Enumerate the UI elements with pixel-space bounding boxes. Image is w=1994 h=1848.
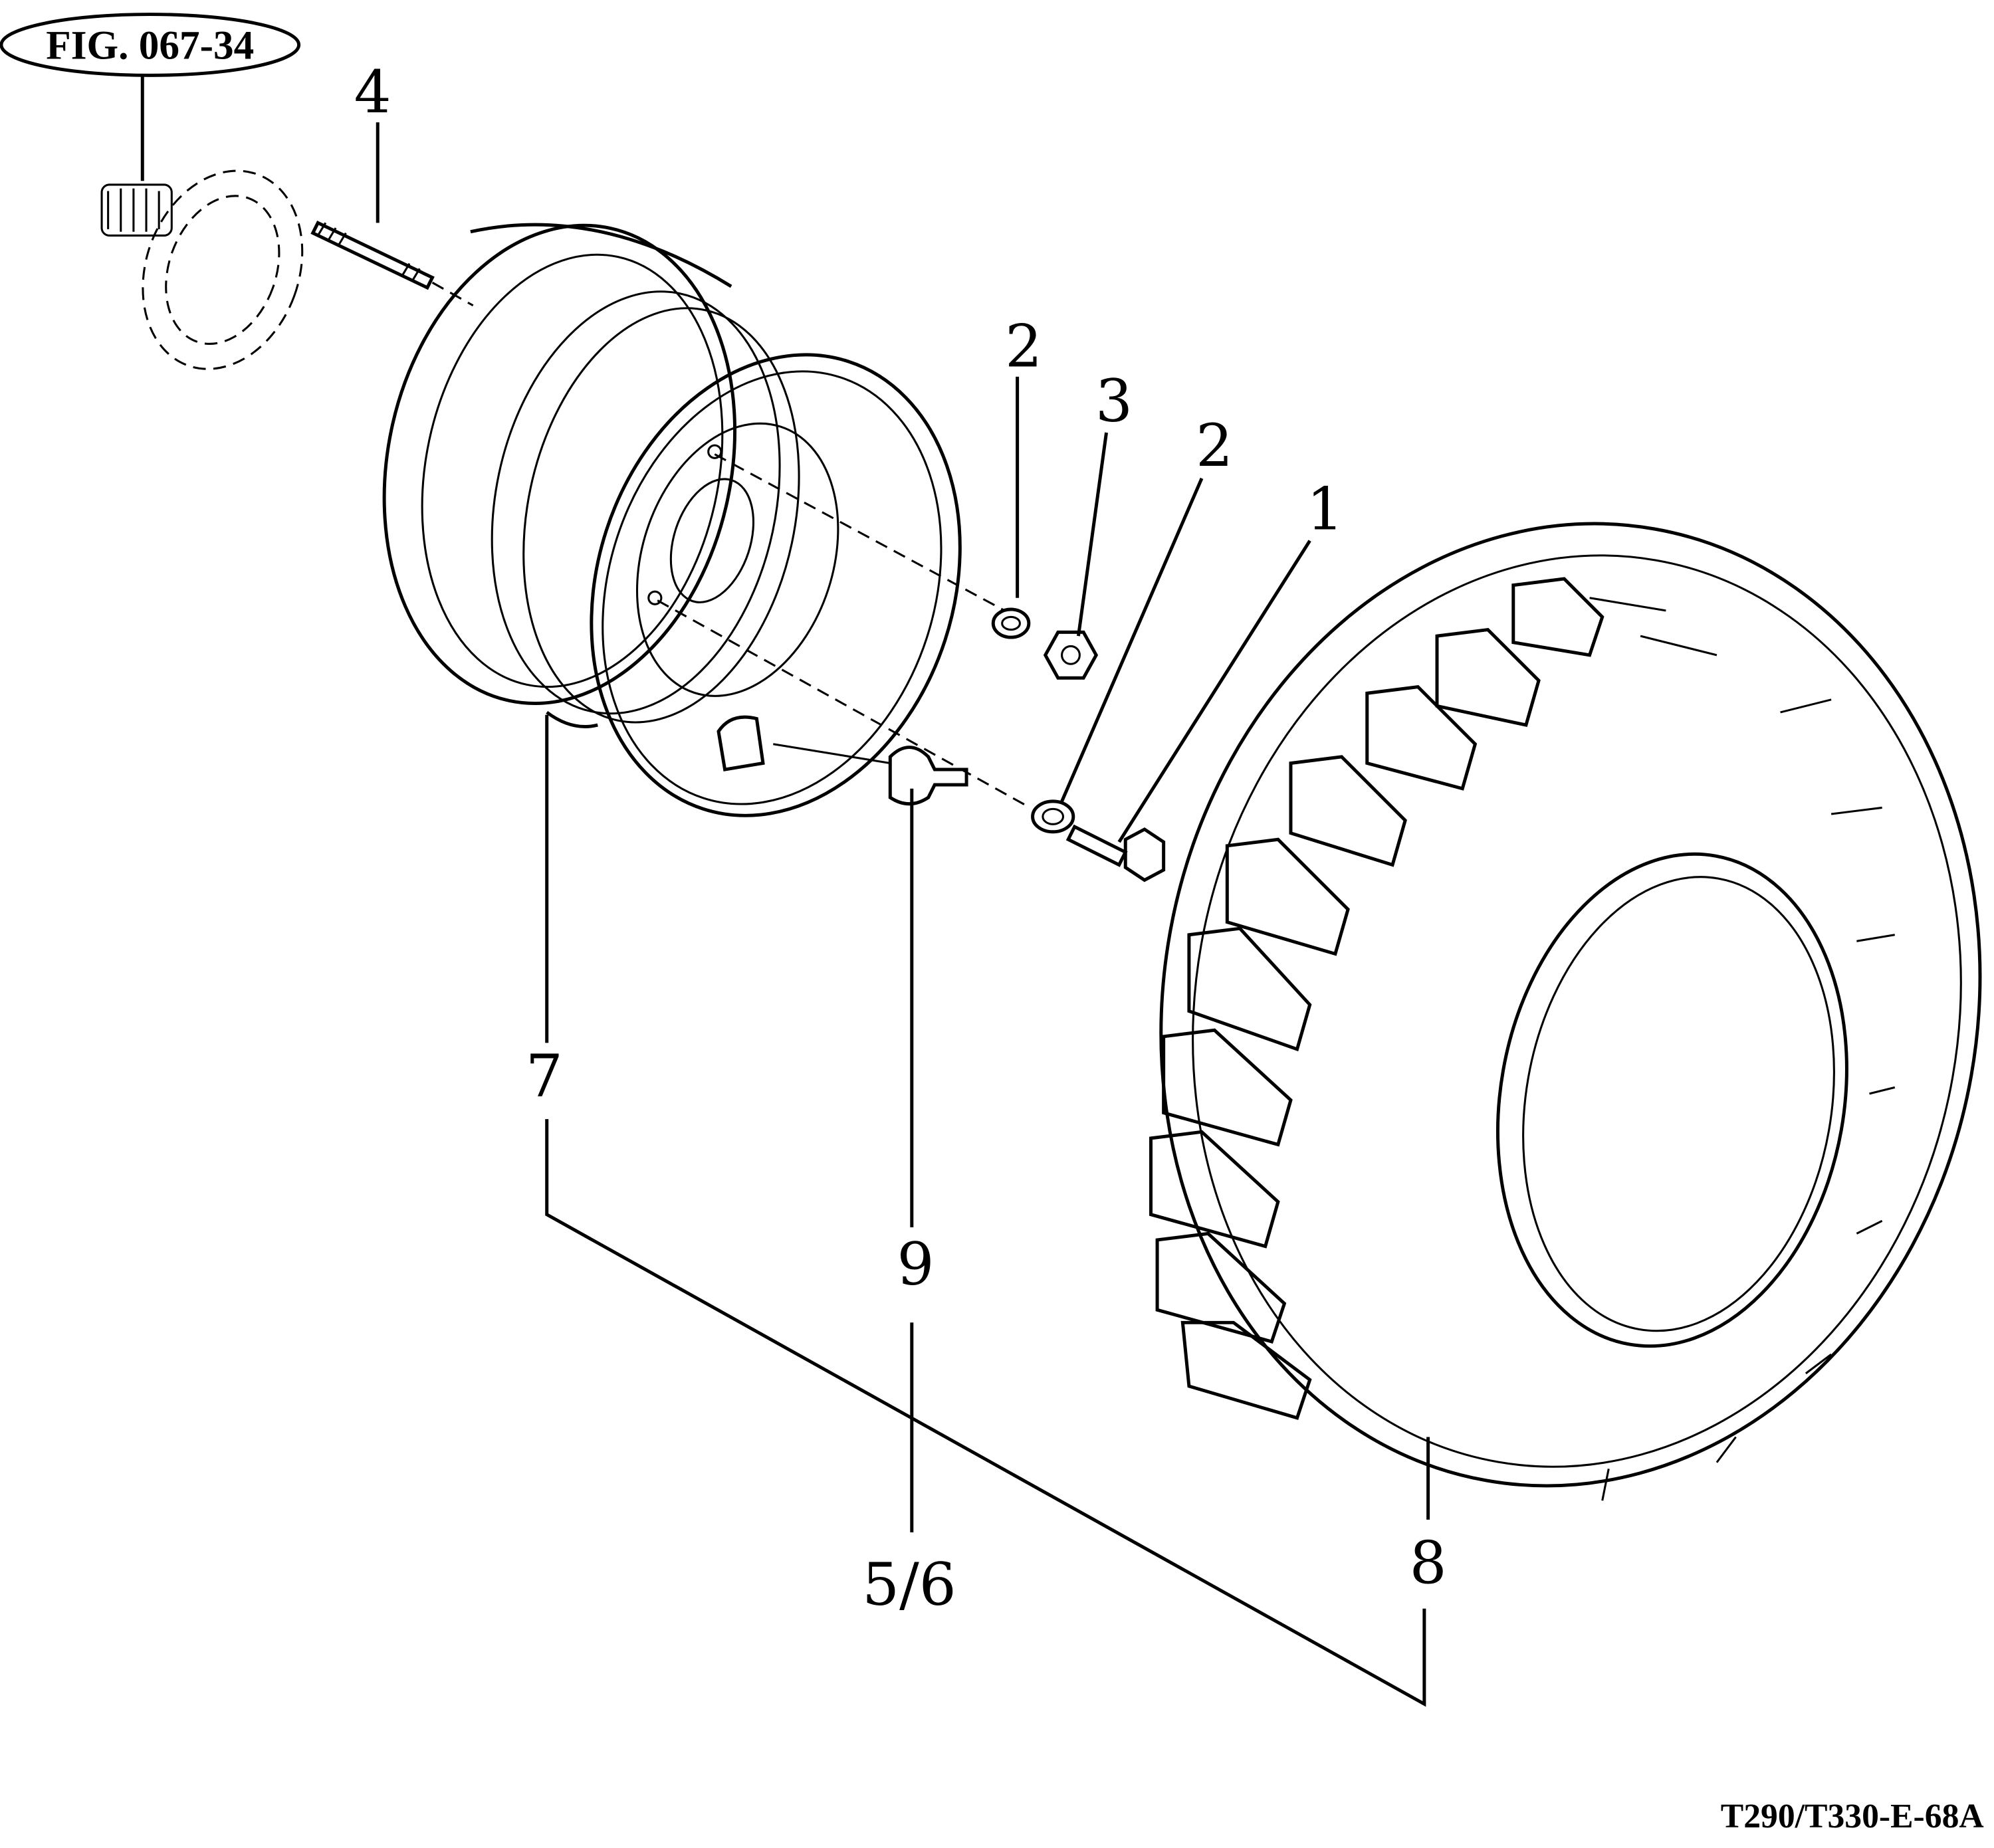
leader-line-2b <box>1060 477 1204 802</box>
drawing-code: T290/T330-E-68A <box>1721 1797 1984 1835</box>
leader-line-3 <box>1076 432 1109 637</box>
callout-7: 7 <box>526 1042 563 1110</box>
assembly-line-lower <box>657 599 1031 809</box>
hex-bolt <box>1065 824 1166 882</box>
stud-part <box>310 221 474 307</box>
assembly-line-upper <box>714 453 1006 612</box>
figure-label-badge: FIG. 067-34 <box>0 13 301 77</box>
valve-stem <box>773 743 968 806</box>
callout-9: 9 <box>897 1230 935 1298</box>
callout-2a: 2 <box>1005 312 1042 381</box>
bracket-7-8 <box>545 1119 1426 1707</box>
callout-2b: 2 <box>1196 411 1233 480</box>
callout-3: 3 <box>1095 367 1133 435</box>
callout-4: 4 <box>354 58 391 126</box>
lock-washer-upper <box>991 607 1031 639</box>
callout-8: 8 <box>1410 1529 1447 1597</box>
callout-1: 1 <box>1307 474 1344 543</box>
callout-5-6: 5/6 <box>862 1550 956 1619</box>
leader-line-1 <box>1117 540 1311 843</box>
lock-washer-lower <box>1031 799 1075 834</box>
rim-part <box>382 223 1031 817</box>
tire-part <box>1149 522 1982 1501</box>
hex-nut <box>1043 630 1099 680</box>
hub-reference <box>100 169 304 370</box>
figure-label: FIG. 067-34 <box>46 23 254 68</box>
